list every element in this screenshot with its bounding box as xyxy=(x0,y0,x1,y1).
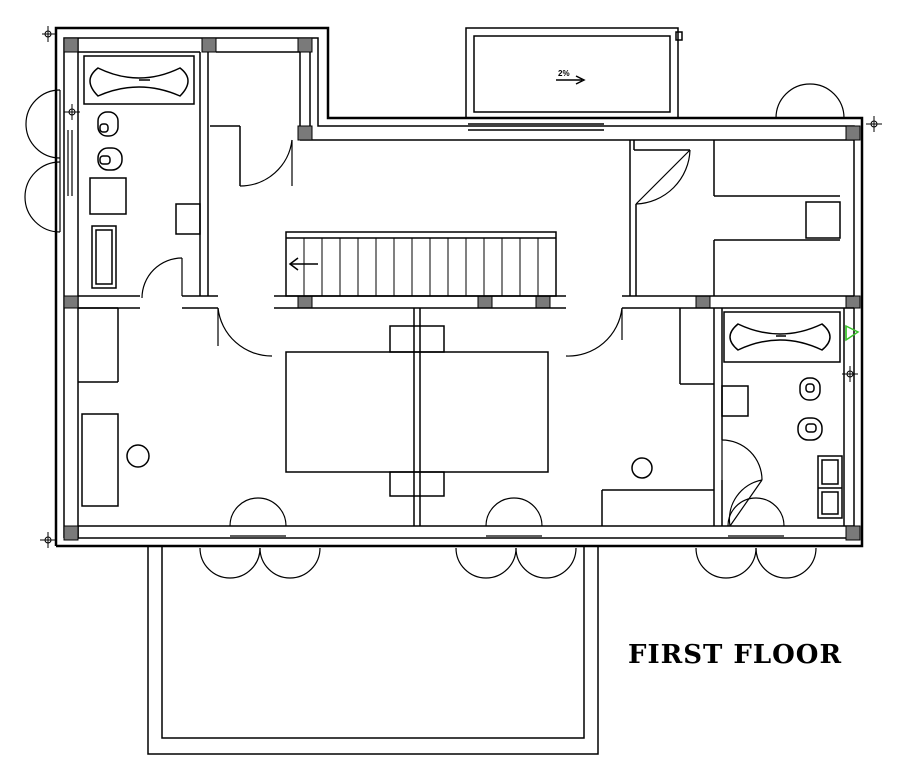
door-swing-icon xyxy=(721,439,763,481)
door-swing-icon xyxy=(455,497,577,579)
bathtub-icon xyxy=(729,323,831,351)
staircase xyxy=(285,231,557,297)
bedroom-left xyxy=(81,413,150,507)
lower-terrace xyxy=(147,546,599,755)
page-title: FIRST FLOOR xyxy=(628,640,843,670)
bathtub-icon xyxy=(89,67,189,97)
interior-doors xyxy=(141,139,763,481)
door-swing-icon xyxy=(199,497,321,579)
green-marker-icon xyxy=(845,324,860,342)
door-swing-icon xyxy=(217,307,273,357)
bidet-icon xyxy=(797,417,823,441)
bathroom-right xyxy=(721,311,843,519)
exterior-walls xyxy=(54,26,864,548)
master-bedroom xyxy=(285,325,653,497)
grid-marker-icon xyxy=(866,116,882,132)
door-swing-icon xyxy=(728,479,763,527)
grid-marker-icon xyxy=(42,26,56,42)
door-swing-icon xyxy=(239,139,293,187)
slope-arrow-icon xyxy=(556,75,586,85)
grid-markers xyxy=(40,26,882,548)
door-swing-icon xyxy=(695,497,817,579)
toilet-icon xyxy=(799,377,821,401)
toilet-icon xyxy=(97,111,119,137)
bidet-icon xyxy=(97,147,123,171)
top-balcony: 2% xyxy=(465,27,683,131)
slope-label: 2% xyxy=(558,69,570,78)
door-swing-icon xyxy=(141,257,183,299)
grid-marker-icon xyxy=(64,104,80,120)
bathroom-left xyxy=(83,55,201,289)
grid-marker-icon xyxy=(40,532,56,548)
grid-marker-icon xyxy=(842,366,858,382)
bedroom-right-upper xyxy=(805,201,841,239)
structural-columns xyxy=(63,37,861,541)
door-swing-icon xyxy=(635,149,691,205)
stair-arrow-icon xyxy=(288,257,318,271)
door-swing-icon xyxy=(24,89,73,233)
door-swing-icon xyxy=(565,307,623,357)
exterior-doors xyxy=(24,83,845,579)
door-swing-icon xyxy=(775,83,845,119)
